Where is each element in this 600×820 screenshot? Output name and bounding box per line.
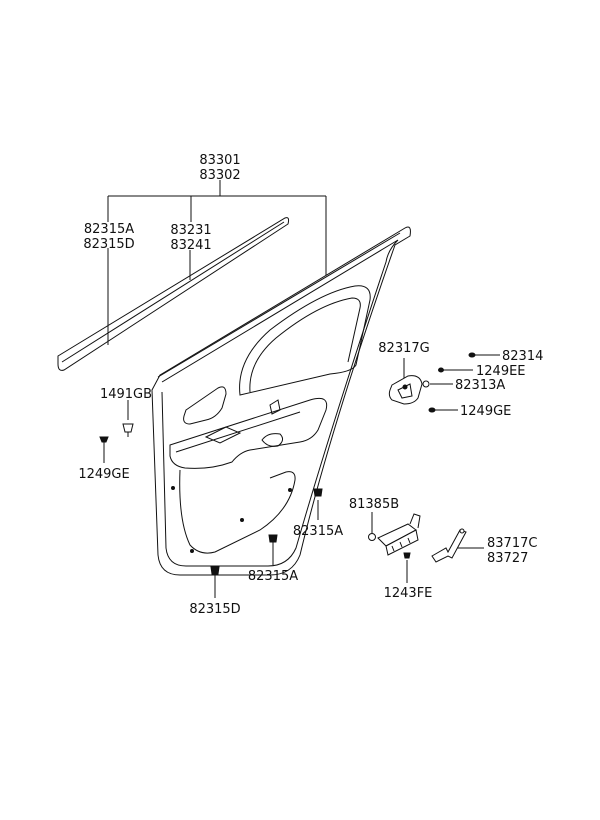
- handle-housing: [388, 375, 423, 405]
- label-1249ee: 1249EE: [476, 364, 526, 379]
- screw-top-right-icon: [468, 352, 478, 358]
- screw-fe-icon: [403, 552, 411, 559]
- label-82315a-mid: 82315A: [293, 524, 343, 539]
- label-81385b: 81385B: [349, 497, 399, 512]
- label-82315d-bottom: 82315D: [189, 602, 240, 617]
- grommet-icon: [122, 423, 134, 437]
- label-82315d-upper: 82315D: [83, 237, 134, 252]
- label-83231: 83231: [170, 223, 211, 238]
- switch-clip-icon: [368, 533, 376, 541]
- bracket-part: [431, 528, 467, 563]
- weatherstrip: [57, 217, 290, 371]
- clip-lower-icon: [268, 534, 278, 543]
- clip-bottom-icon: [210, 566, 220, 575]
- label-82314: 82314: [502, 349, 543, 364]
- nut-right-icon: [422, 380, 430, 388]
- screw-ee-icon: [438, 367, 447, 373]
- screw-left-icon: [99, 436, 109, 451]
- label-1243fe: 1243FE: [384, 586, 433, 601]
- label-83301: 83301: [199, 153, 240, 168]
- label-1249ge-right: 1249GE: [460, 404, 511, 419]
- part-labels: 83301 83302 82315A 82315D 83231 83241 14…: [78, 153, 543, 617]
- label-83717c: 83717C: [487, 536, 537, 551]
- label-83302: 83302: [199, 168, 240, 183]
- label-82313a: 82313A: [455, 378, 505, 393]
- label-82317g: 82317G: [378, 341, 429, 356]
- label-83241: 83241: [170, 238, 211, 253]
- label-82315a-upper: 82315A: [84, 222, 134, 237]
- clip-mid-icon: [313, 488, 323, 497]
- label-83727: 83727: [487, 551, 528, 566]
- label-82315a-lower: 82315A: [248, 569, 298, 584]
- label-1249ge-left: 1249GE: [78, 467, 129, 482]
- switch-assembly: [377, 513, 421, 556]
- leader-lines: [103, 180, 500, 598]
- door-trim-panel: [151, 226, 411, 576]
- fasteners: [99, 352, 478, 575]
- screw-right-lower-icon: [428, 407, 438, 413]
- label-1491gb: 1491GB: [100, 387, 152, 402]
